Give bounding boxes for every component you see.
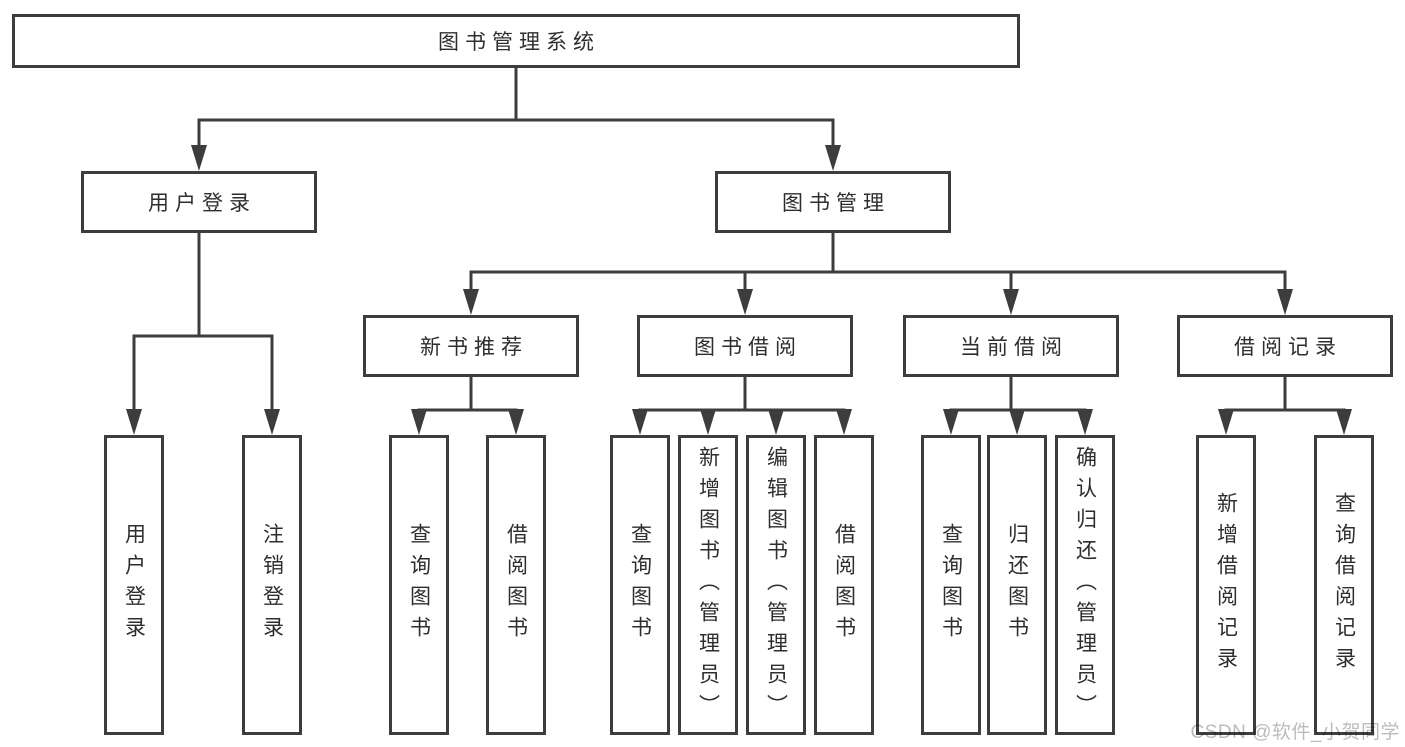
node-library-system: 图书管理系统 — [12, 14, 1020, 68]
node-label: 查询图书 — [407, 523, 431, 647]
leaf-logout: 注销登录 — [242, 435, 302, 735]
node-label: 借阅图书 — [504, 523, 528, 647]
arrowhead — [737, 289, 753, 315]
arrowhead — [1336, 409, 1352, 435]
node-label: 用户登录 — [148, 192, 256, 215]
arrowhead — [825, 145, 841, 171]
arrowhead — [836, 409, 852, 435]
arrowhead — [126, 409, 142, 435]
leaf-query-books-borrow: 查询图书 — [610, 435, 670, 735]
arrowhead — [768, 409, 784, 435]
node-label: 查询图书 — [628, 523, 652, 647]
node-label: 查询借阅记录 — [1332, 492, 1356, 678]
node-borrowing-records: 借阅记录 — [1177, 315, 1393, 377]
node-label: 图书管理 — [782, 192, 890, 215]
node-user-login: 用户登录 — [81, 171, 317, 233]
leaf-confirm-return-admin: 确认归还（管理员） — [1055, 435, 1115, 735]
leaf-return-books: 归还图书 — [987, 435, 1047, 735]
node-current-borrowing: 当前借阅 — [903, 315, 1119, 377]
node-label: 图书借阅 — [694, 336, 802, 359]
node-label: 新书推荐 — [420, 336, 528, 359]
arrowhead — [264, 409, 280, 435]
arrowhead — [411, 409, 427, 435]
node-label: 确认归还（管理员） — [1073, 445, 1097, 725]
arrowhead — [1218, 409, 1234, 435]
node-label: 借阅记录 — [1234, 336, 1342, 359]
leaf-borrow-books-recommend: 借阅图书 — [486, 435, 546, 735]
leaf-query-books-current: 查询图书 — [921, 435, 981, 735]
arrowhead — [1077, 409, 1093, 435]
leaf-add-books-admin: 新增图书（管理员） — [678, 435, 738, 735]
arrowhead — [1003, 289, 1019, 315]
node-book-borrowing: 图书借阅 — [637, 315, 853, 377]
node-label: 注销登录 — [260, 523, 284, 647]
leaf-edit-books-admin: 编辑图书（管理员） — [746, 435, 806, 735]
node-label: 新增图书（管理员） — [696, 445, 720, 725]
node-label: 当前借阅 — [960, 336, 1068, 359]
arrowhead — [508, 409, 524, 435]
node-label: 查询图书 — [939, 523, 963, 647]
arrowhead — [463, 289, 479, 315]
node-book-management: 图书管理 — [715, 171, 951, 233]
node-label: 编辑图书（管理员） — [764, 445, 788, 725]
node-label: 图书管理系统 — [438, 31, 600, 54]
arrowhead — [1009, 409, 1025, 435]
node-label: 借阅图书 — [832, 523, 856, 647]
arrowhead — [1277, 289, 1293, 315]
leaf-user-login: 用户登录 — [104, 435, 164, 735]
arrowhead — [700, 409, 716, 435]
node-label: 用户登录 — [122, 523, 146, 647]
arrowhead — [191, 145, 207, 171]
csdn-watermark: CSDN @软件_小贺同学 — [1190, 722, 1400, 743]
node-label: 新增借阅记录 — [1214, 492, 1238, 678]
leaf-query-books-recommend: 查询图书 — [389, 435, 449, 735]
leaf-add-borrow-record: 新增借阅记录 — [1196, 435, 1256, 735]
leaf-query-borrow-record: 查询借阅记录 — [1314, 435, 1374, 735]
arrowhead — [632, 409, 648, 435]
leaf-borrow-books: 借阅图书 — [814, 435, 874, 735]
arrowhead — [943, 409, 959, 435]
node-label: 归还图书 — [1005, 523, 1029, 647]
node-new-book-recommend: 新书推荐 — [363, 315, 579, 377]
